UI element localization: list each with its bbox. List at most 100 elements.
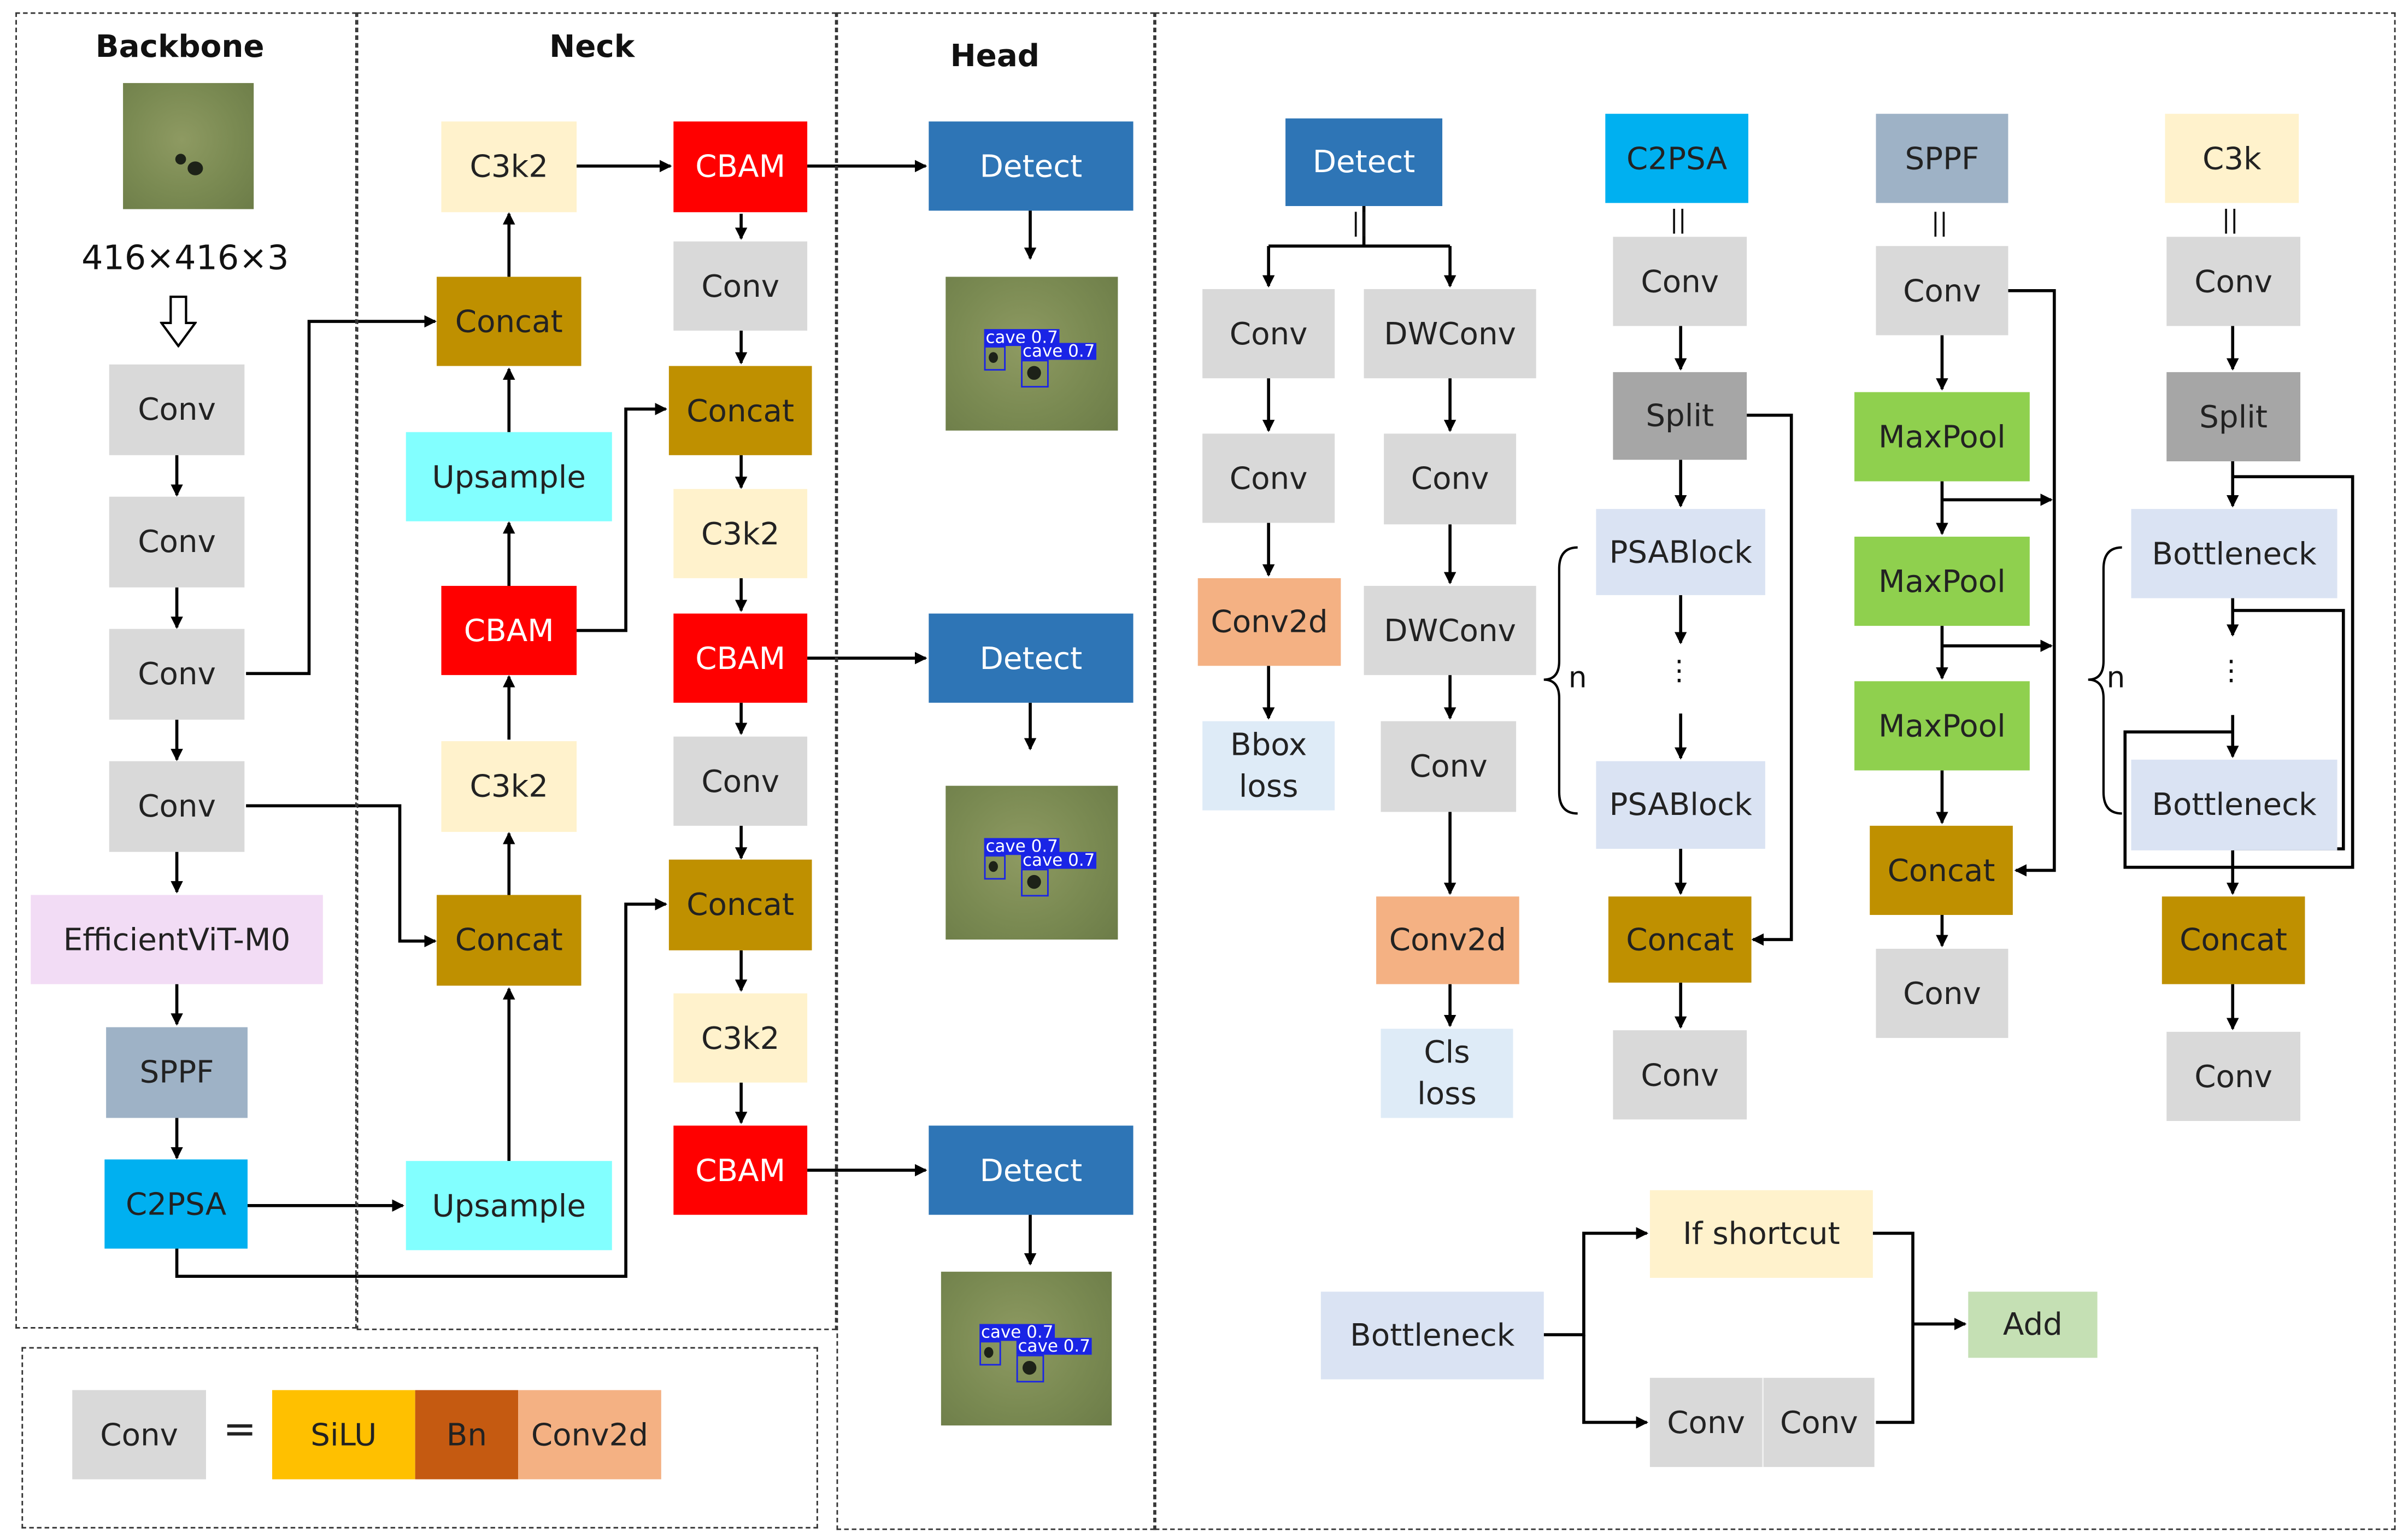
neck-concat-2: Concat	[668, 366, 812, 455]
efficientvit-block: EfficientViT-M0	[31, 895, 323, 984]
neck-title: Neck	[549, 27, 635, 65]
c2psa-psablock-2: PSABlock	[1596, 761, 1765, 849]
c3k-ellipsis: ⋮	[2217, 655, 2245, 688]
input-image-blob	[187, 161, 203, 175]
bottleneck-add: Add	[1968, 1292, 2098, 1358]
c2psa-split: Split	[1613, 372, 1747, 460]
detect-branch-conv-1: Conv	[1202, 289, 1335, 379]
neck-concat-lower: Concat	[437, 895, 582, 986]
neck-cbam-out-3: CBAM	[673, 1125, 808, 1215]
detail-c3k-equiv: ||	[2222, 204, 2239, 234]
detect-branch-conv-2: Conv	[1202, 433, 1335, 523]
neck-concat-3: Concat	[668, 859, 812, 950]
c3k-repeat-n: n	[2106, 661, 2125, 695]
detect-cls-loss: Cls loss	[1381, 1029, 1513, 1118]
input-image	[123, 83, 254, 209]
neck-c3k2-2: C3k2	[673, 489, 808, 578]
detect-branch-conv-3: Conv	[1384, 433, 1517, 525]
detail-c2psa-title: C2PSA	[1605, 114, 1748, 203]
bottleneck-conv-1: Conv	[1649, 1377, 1763, 1467]
neck-conv-1: Conv	[673, 241, 808, 331]
legend-bn: Bn	[415, 1390, 519, 1480]
detection-result-image-1: cave 0.7 cave 0.7	[945, 277, 1118, 431]
sppf-concat: Concat	[1870, 825, 2013, 915]
detection-blob	[984, 1347, 994, 1358]
detection-result-image-2: cave 0.7 cave 0.7	[945, 785, 1118, 940]
head-detect-3: Detect	[929, 1125, 1133, 1215]
c2psa-concat: Concat	[1608, 896, 1752, 983]
legend-equals: =	[222, 1407, 257, 1453]
legend-panel	[21, 1347, 818, 1529]
neck-c3k2-top: C3k2	[441, 121, 577, 213]
neck-c3k2-3: C3k2	[673, 993, 808, 1083]
detect-branch-conv-4: Conv	[1381, 721, 1517, 812]
c2psa-conv-in: Conv	[1613, 237, 1747, 326]
detection-box	[1016, 1354, 1044, 1383]
legend-silu: SiLU	[272, 1390, 415, 1480]
neck-upsample-lower: Upsample	[406, 1161, 612, 1251]
down-arrow-icon	[160, 295, 197, 348]
neck-panel	[356, 12, 837, 1330]
c3k-bottleneck-1: Bottleneck	[2131, 509, 2337, 598]
detection-box	[1021, 868, 1049, 897]
backbone-c2psa: C2PSA	[104, 1159, 248, 1249]
detection-result-image-3: cave 0.7 cave 0.7	[941, 1271, 1112, 1426]
sppf-conv-out: Conv	[1876, 948, 2008, 1038]
c2psa-psablock-1: PSABlock	[1596, 509, 1765, 595]
detect-bbox-loss: Bbox loss	[1202, 721, 1335, 811]
detection-blob	[989, 352, 998, 363]
sppf-maxpool-2: MaxPool	[1854, 536, 2030, 626]
detail-detect-equiv: ||	[1352, 207, 1369, 237]
neck-upsample-upper: Upsample	[406, 432, 612, 521]
c2psa-conv-out: Conv	[1613, 1030, 1747, 1120]
detail-c3k-title: C3k	[2165, 114, 2299, 203]
backbone-panel	[15, 12, 357, 1329]
legend-conv: Conv	[72, 1390, 207, 1480]
detail-detect-title: Detect	[1285, 118, 1443, 207]
detail-sppf-title: SPPF	[1876, 114, 2008, 203]
c3k-bottleneck-2: Bottleneck	[2131, 759, 2337, 850]
detail-c2psa-equiv: ||	[1670, 204, 1687, 234]
detection-blob	[1022, 1360, 1037, 1375]
detection-box	[984, 346, 1006, 371]
bottleneck-if-shortcut: If shortcut	[1649, 1190, 1873, 1278]
head-detect-2: Detect	[929, 613, 1133, 703]
c2psa-repeat-n: n	[1568, 661, 1587, 695]
sppf-conv-in: Conv	[1876, 246, 2008, 336]
backbone-title: Backbone	[95, 27, 265, 65]
detection-box	[984, 855, 1006, 880]
c3k-conv-out: Conv	[2166, 1031, 2300, 1122]
sppf-maxpool-3: MaxPool	[1854, 681, 2030, 771]
detect-branch-dwconv-1: DWConv	[1364, 289, 1536, 379]
head-title: Head	[950, 37, 1040, 74]
detection-label: cave 0.7	[1021, 343, 1097, 360]
c3k-concat: Concat	[2162, 896, 2305, 984]
backbone-sppf: SPPF	[106, 1027, 248, 1118]
detect-branch-conv2d-2: Conv2d	[1376, 896, 1519, 984]
c3k-conv-in: Conv	[2166, 237, 2300, 326]
detection-label: cave 0.7	[1021, 852, 1097, 869]
backbone-conv-2: Conv	[109, 496, 245, 588]
backbone-conv-4: Conv	[109, 761, 245, 852]
detect-branch-dwconv-2: DWConv	[1364, 585, 1536, 676]
detection-box	[979, 1341, 1001, 1366]
head-panel	[836, 12, 1155, 1530]
c2psa-ellipsis: ⋮	[1665, 655, 1693, 688]
input-image-blob	[175, 154, 186, 165]
bottleneck-input: Bottleneck	[1320, 1292, 1544, 1379]
legend-conv2d: Conv2d	[518, 1390, 661, 1480]
neck-c3k2-left: C3k2	[441, 741, 577, 832]
input-size-label: 416×416×3	[81, 239, 289, 279]
c3k-split: Split	[2166, 372, 2300, 462]
detection-blob	[1027, 874, 1041, 889]
backbone-conv-1: Conv	[109, 364, 245, 455]
neck-concat-upper: Concat	[437, 277, 582, 366]
bottleneck-conv-2: Conv	[1762, 1377, 1875, 1467]
backbone-conv-3: Conv	[109, 629, 245, 720]
neck-cbam-out-2: CBAM	[673, 613, 808, 703]
detection-blob	[989, 861, 998, 872]
detect-branch-conv2d-1: Conv2d	[1197, 578, 1341, 666]
module-detail-panel	[1154, 12, 2396, 1530]
